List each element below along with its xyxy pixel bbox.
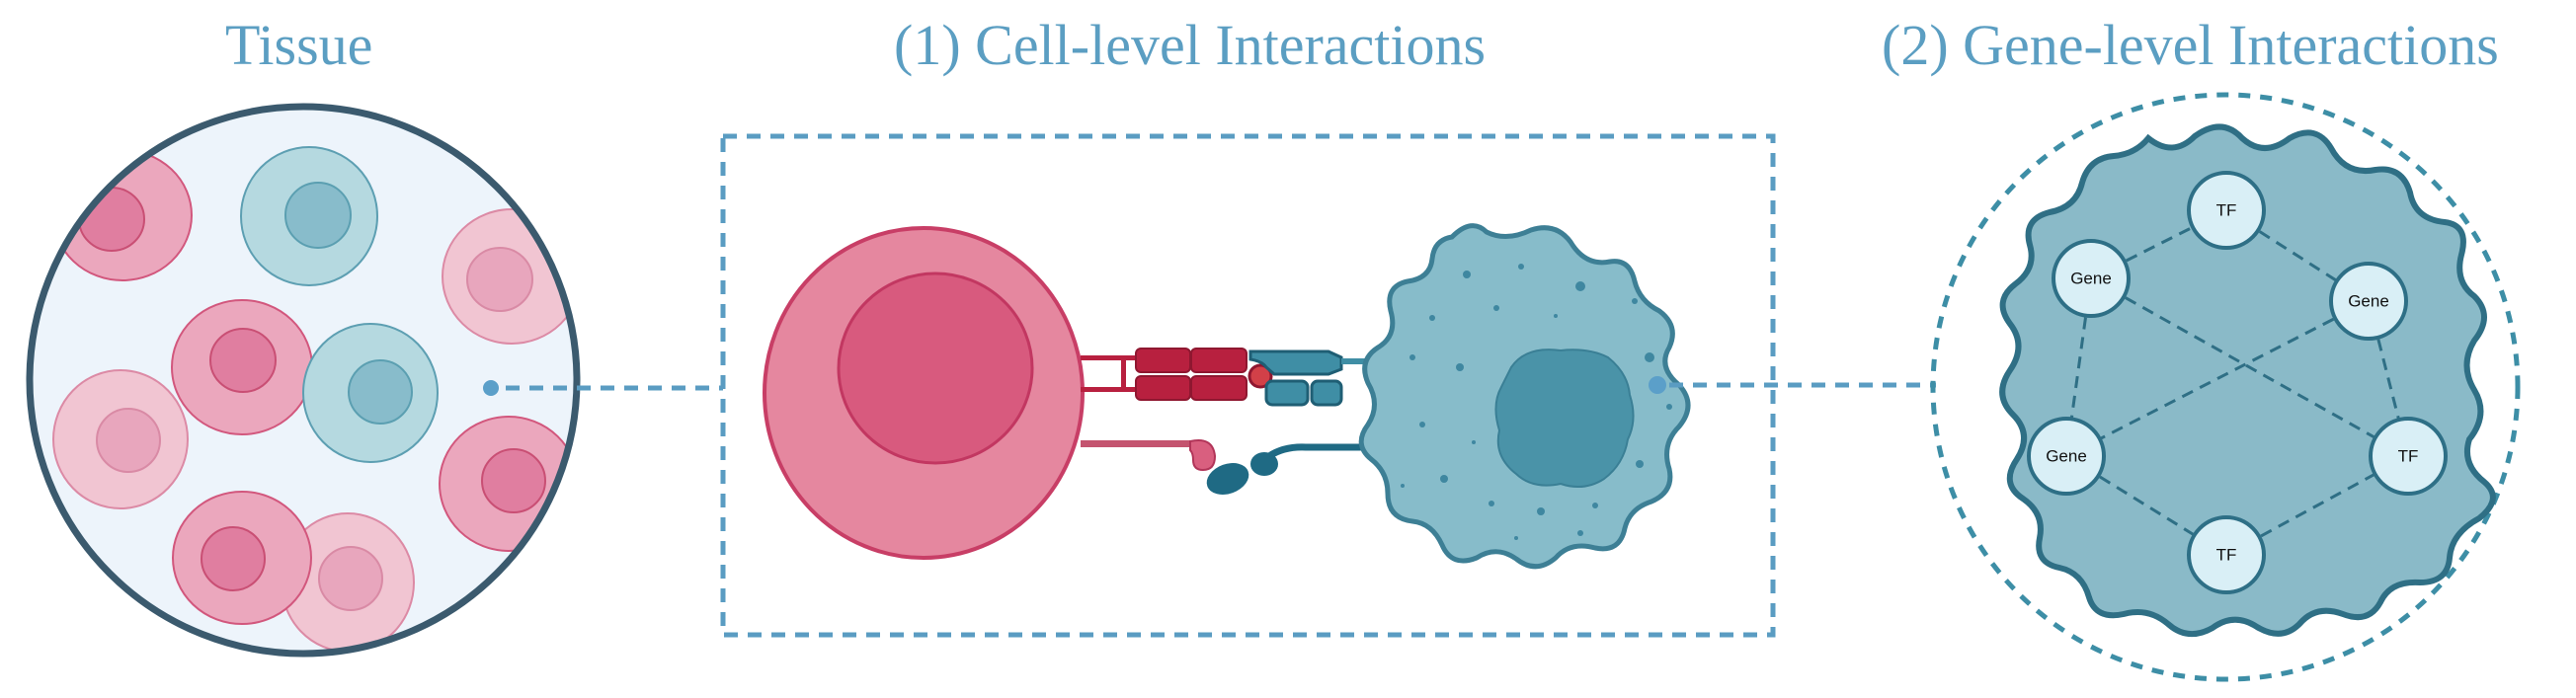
ligand-receptor-pair-icon <box>1081 439 1399 495</box>
gene-level-title: (2) Gene-level Interactions <box>1882 13 2499 77</box>
tf-node-label: TF <box>2216 200 2237 219</box>
tf-node-label: TF <box>2216 545 2237 564</box>
cell-level-box <box>720 133 1776 638</box>
gene-connector <box>1649 376 1936 394</box>
pale-pink-cell-icon <box>52 369 189 509</box>
gene-node-label: Gene <box>2046 446 2087 465</box>
tf-node-icon: TF <box>2187 171 2266 250</box>
gene-node-icon: Gene <box>2052 239 2131 318</box>
tissue-title: Tissue <box>225 13 373 77</box>
pink-cell-icon <box>172 491 312 625</box>
lymphocyte-cell-icon <box>763 226 1085 560</box>
tf-node-icon: TF <box>2187 515 2266 594</box>
pink-cell-icon <box>52 149 193 281</box>
gene-network-cell-icon <box>1999 123 2496 637</box>
macrophage-cell-icon <box>1358 223 1691 570</box>
gene-node-icon: Gene <box>2027 417 2106 496</box>
gene-network-boundary <box>1930 92 2521 682</box>
macrophage-granules <box>1401 264 1672 540</box>
teal-cell-icon <box>240 146 378 286</box>
pink-cell-icon <box>171 299 313 435</box>
cell-level-title: (1) Cell-level Interactions <box>894 13 1487 77</box>
tf-node-icon: TF <box>2369 417 2448 496</box>
tissue-circle-icon <box>26 103 581 658</box>
gene-node-label: Gene <box>2348 291 2389 310</box>
tf-node-label: TF <box>2398 446 2419 465</box>
teal-cell-icon <box>302 323 439 463</box>
receptor-ligand-pair-icon <box>1081 348 1399 407</box>
tissue-connector <box>483 380 723 396</box>
gene-node-icon: Gene <box>2329 262 2408 341</box>
gene-network-nodes: TF Gene Gene Gene TF TF <box>2027 171 2448 594</box>
gene-node-label: Gene <box>2070 269 2112 287</box>
